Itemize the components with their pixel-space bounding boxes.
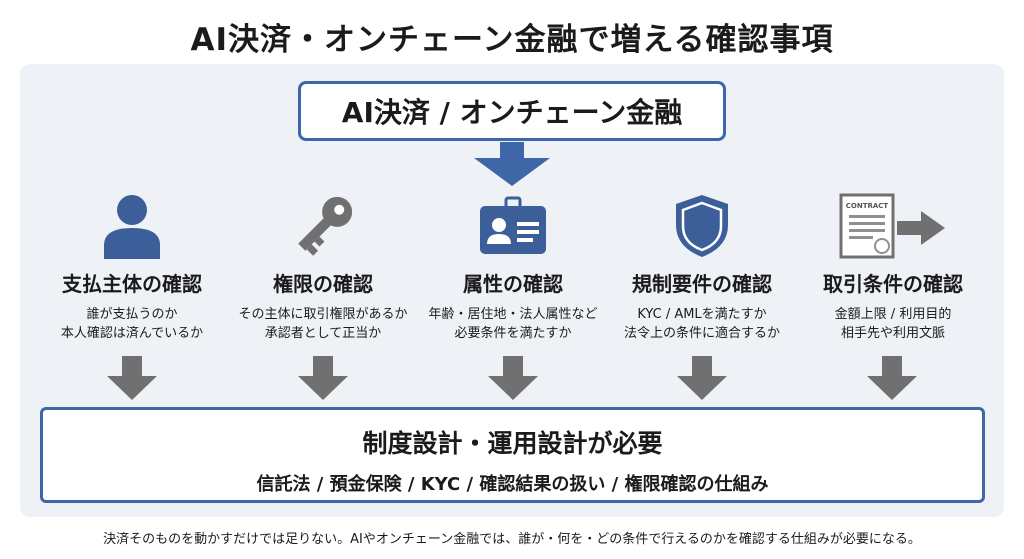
column-desc-line2: 必要条件を満たすか — [454, 326, 572, 341]
column-desc-line1: 誰が支払うのか — [86, 307, 178, 322]
column-desc-line1: 年齢・居住地・法人属性など — [428, 307, 598, 322]
contract-icon-text: CONTRACT — [846, 202, 889, 210]
column-heading: 属性の確認 — [463, 272, 563, 296]
column-attribute: 属性の確認 年齢・居住地・法人属性など 必要条件を満たすか — [415, 190, 611, 343]
bottom-box: 制度設計・運用設計が必要 信託法 / 預金保険 / KYC / 確認結果の扱い … — [40, 407, 985, 503]
column-desc-line2: 法令上の条件に適合するか — [623, 326, 780, 341]
column-authority: 権限の確認 その主体に取引権限があるか 承認者として正当か — [225, 190, 421, 343]
column-terms: CONTRACT 取引条件の確認 金額上限 / 利用目的 相手先や利用文脈 — [795, 190, 991, 343]
bottom-box-subtitle: 信託法 / 預金保険 / KYC / 確認結果の扱い / 権限確認の仕組み — [256, 474, 769, 495]
column-heading: 規制要件の確認 — [632, 272, 772, 296]
column-regulation: 規制要件の確認 KYC / AMLを満たすか 法令上の条件に適合するか — [604, 190, 800, 343]
column-desc-line1: その主体に取引権限があるか — [238, 307, 408, 322]
top-box-label: AI決済 / オンチェーン金融 — [341, 96, 683, 129]
footer-note: 決済そのものを動かすだけでは足りない。AIやオンチェーン金融では、誰が・何を・ど… — [103, 532, 921, 547]
down-arrow-2 — [298, 356, 348, 400]
column-desc-line1: KYC / AMLを満たすか — [637, 307, 767, 322]
person-icon — [104, 195, 160, 259]
column-desc-line2: 本人確認は済んでいるか — [60, 326, 204, 341]
top-box: AI決済 / オンチェーン金融 — [298, 81, 726, 141]
page-title: AI決済・オンチェーン金融で増える確認事項 — [190, 22, 834, 58]
id-card-icon — [480, 196, 546, 254]
column-desc-line1: 金額上限 / 利用目的 — [834, 307, 952, 322]
column-heading: 権限の確認 — [273, 272, 373, 296]
column-desc-line2: 相手先や利用文脈 — [840, 326, 945, 341]
down-arrow-5 — [867, 356, 917, 400]
down-arrow-4 — [677, 356, 727, 400]
contract-icon: CONTRACT — [839, 193, 945, 259]
shield-icon — [676, 195, 728, 257]
top-down-arrow — [474, 142, 550, 186]
bottom-box-title: 制度設計・運用設計が必要 — [362, 429, 663, 458]
column-heading: 取引条件の確認 — [823, 272, 963, 296]
down-arrow-1 — [107, 356, 157, 400]
column-desc-line2: 承認者として正当か — [264, 326, 382, 341]
key-icon — [298, 196, 353, 256]
column-heading: 支払主体の確認 — [62, 272, 202, 296]
column-payer: 支払主体の確認 誰が支払うのか 本人確認は済んでいるか — [34, 190, 230, 343]
down-arrow-3 — [488, 356, 538, 400]
